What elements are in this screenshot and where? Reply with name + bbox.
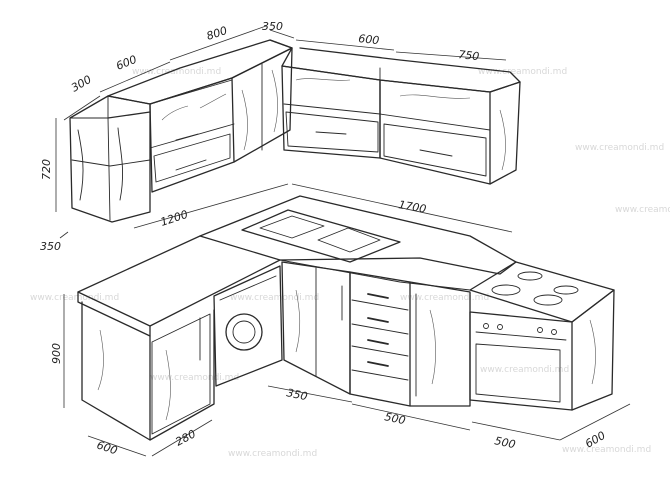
watermark: www.creamondi.md [575,143,664,153]
dim-upper-corner: 350 [262,20,283,33]
dim-base-600: 600 [95,438,119,457]
watermark: www.creamondi.md [30,293,119,303]
watermark: www.creamondi.md [132,67,221,77]
watermark: www.creamondi.md [400,293,489,303]
dim-upper-width-right-a: 600 [358,32,380,47]
dim-upper-depth-left: 300 [69,73,94,95]
dim-lower-height: 900 [50,343,63,364]
dim-top-right: 1700 [397,198,427,216]
dimension-lines [55,25,631,457]
dim-mid-500: 500 [383,410,406,427]
dim-plinth-gap: 350 [40,240,61,253]
upper-cabinets [69,39,521,223]
dim-upper-height: 720 [40,159,53,180]
dim-upper-width-left-b: 800 [205,24,229,43]
lower-cabinets [77,195,615,441]
watermark: www.creamondi.md [230,293,319,303]
watermark: www.creamondi.md [480,365,569,375]
watermarks: www.creamondi.md www.creamondi.md www.cr… [30,67,670,459]
watermark: www.creamondi.md [228,449,317,459]
watermark: www.creamondi.md [562,445,651,455]
watermark: www.creamondi.md [615,205,670,215]
dim-right-500: 500 [493,434,516,451]
watermark: www.creamondi.md [478,67,567,77]
dim-mid-350: 350 [285,386,308,403]
watermark: www.creamondi.md [150,373,239,383]
dim-upper-width-right-b: 750 [458,48,480,63]
dim-top-left: 1200 [159,208,190,229]
dimension-labels: 300 600 800 350 600 750 720 1200 1700 35… [40,20,608,457]
